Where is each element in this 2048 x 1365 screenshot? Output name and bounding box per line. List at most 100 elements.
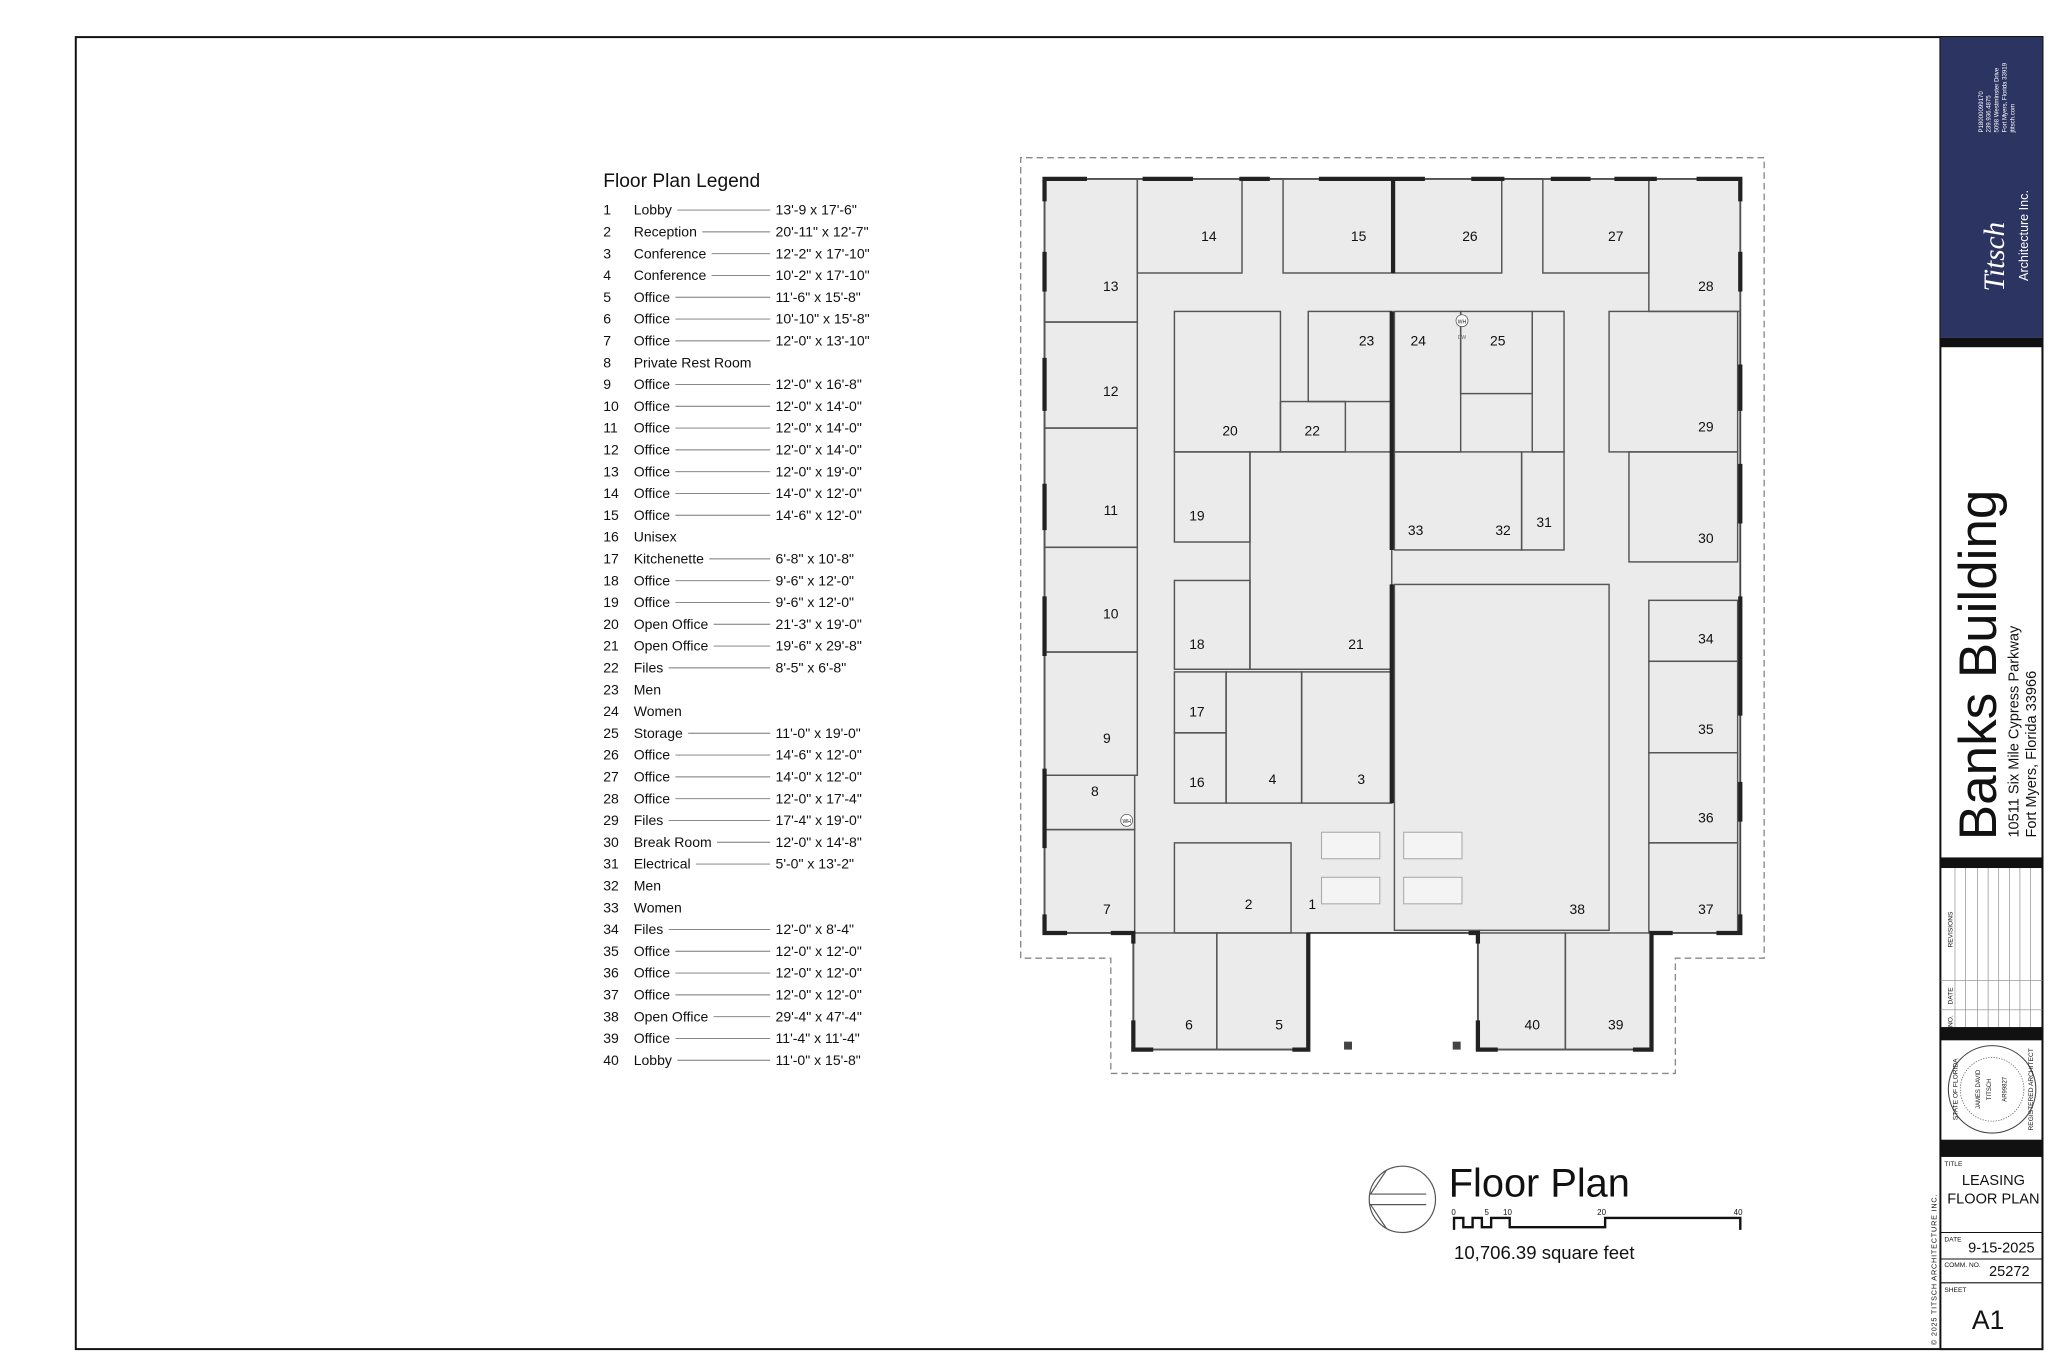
legend-number: 30 bbox=[603, 834, 619, 850]
scale-label-40: 40 bbox=[1734, 1208, 1743, 1217]
legend-number: 32 bbox=[603, 877, 619, 893]
legend-room-name: Electrical bbox=[634, 856, 691, 872]
legend-room-name: Office bbox=[634, 965, 671, 981]
legend-dimension: 8'-5" x 6'-8" bbox=[776, 659, 847, 675]
room-label: 19 bbox=[1189, 508, 1205, 524]
legend-number: 37 bbox=[603, 986, 619, 1002]
project-address-1: 10511 Six Mile Cypress Parkway bbox=[2007, 625, 2023, 837]
legend-dimension: 12'-0" x 16'-8" bbox=[776, 376, 862, 392]
room-label: 13 bbox=[1103, 278, 1119, 294]
legend-room-name: Office bbox=[634, 332, 671, 348]
room-label: 15 bbox=[1351, 228, 1367, 244]
legend-room-name: Office bbox=[634, 943, 671, 959]
legend-room-name: Lobby bbox=[634, 1052, 672, 1068]
seal-outer-top: STATE OF FLORIDA bbox=[1953, 1058, 1960, 1120]
legend-room-name: Office bbox=[634, 463, 671, 479]
legend-dimension: 11'-4" x 11'-4" bbox=[776, 1030, 860, 1046]
legend-room-name: Private Rest Room bbox=[634, 354, 752, 370]
water-heater-tag: WH bbox=[1123, 819, 1132, 825]
sheet-label: SHEET bbox=[1944, 1287, 1966, 1294]
room-label: 16 bbox=[1189, 774, 1205, 790]
room-label: 23 bbox=[1359, 333, 1375, 349]
legend-number: 9 bbox=[603, 376, 611, 392]
legend-dimension: 12'-0" x 19'-0" bbox=[776, 463, 862, 479]
project-address-2: Fort Myers, Florida 33966 bbox=[2024, 671, 2040, 838]
legend-room-name: Office bbox=[634, 1030, 671, 1046]
room-label: 40 bbox=[1524, 1016, 1540, 1032]
room-outline bbox=[1043, 828, 1136, 934]
legend-number: 35 bbox=[603, 943, 619, 959]
legend-room-name: Conference bbox=[634, 267, 707, 283]
legend-dimension: 14'-0" x 12'-0" bbox=[776, 768, 862, 784]
legend-room-name: Office bbox=[634, 441, 671, 457]
legend-room-name: Open Office bbox=[634, 638, 709, 654]
legend-number: 31 bbox=[603, 856, 619, 872]
legend-room-name: Lobby bbox=[634, 202, 672, 218]
legend-number: 4 bbox=[603, 267, 611, 283]
firm-banner bbox=[1940, 37, 2043, 338]
contact-line: jtitsch.com bbox=[2010, 104, 2017, 134]
room-label: 7 bbox=[1103, 901, 1111, 917]
room-outline bbox=[1520, 451, 1565, 551]
fixture-tags: WH DW WH bbox=[1120, 314, 1469, 827]
legend-room-name: Office bbox=[634, 790, 671, 806]
sheet-title-1: LEASING bbox=[1962, 1173, 2025, 1189]
legend-number: 26 bbox=[603, 747, 619, 763]
legend-number: 18 bbox=[603, 572, 619, 588]
no-column-label: NO. bbox=[1947, 1015, 1954, 1027]
legend-number: 29 bbox=[603, 812, 619, 828]
scale-label-10: 10 bbox=[1503, 1208, 1512, 1217]
legend-number: 27 bbox=[603, 768, 619, 784]
room-label: 27 bbox=[1608, 228, 1624, 244]
legend-room-name: Women bbox=[634, 899, 682, 915]
legend-room-name: Office bbox=[634, 572, 671, 588]
north-arrow-icon bbox=[1368, 1165, 1437, 1234]
room-outline bbox=[1648, 842, 1739, 934]
room-label: 37 bbox=[1698, 901, 1714, 917]
legend-dimension: 12'-0" x 14'-0" bbox=[776, 398, 862, 414]
scale-label-20: 20 bbox=[1597, 1208, 1606, 1217]
legend-number: 34 bbox=[603, 921, 619, 937]
contact-line: P18000099170 bbox=[1978, 91, 1985, 133]
room-label: 12 bbox=[1103, 383, 1119, 399]
legend-number: 5 bbox=[603, 289, 611, 305]
legend-dimension: 12'-0" x 14'-0" bbox=[776, 420, 862, 436]
dishwasher-tag: DW bbox=[1458, 335, 1467, 341]
plan-title-block: Floor Plan 0 5 10 20 40 10,706.39 square… bbox=[1368, 1162, 1743, 1263]
legend-number: 22 bbox=[603, 659, 619, 675]
legend-dimension: 12'-2" x 17'-10" bbox=[776, 245, 870, 261]
legend-dimension: 12'-0" x 17'-4" bbox=[776, 790, 862, 806]
room-label: 24 bbox=[1411, 333, 1427, 349]
plan-title: Floor Plan bbox=[1449, 1162, 1630, 1206]
legend-dimension: 12'-0" x 14'-8" bbox=[776, 834, 862, 850]
room-label: 8 bbox=[1091, 783, 1099, 799]
legend-number: 10 bbox=[603, 398, 619, 414]
title-block: Titsch Architecture Inc. P18000099170 23… bbox=[1929, 36, 2044, 1351]
copyright: © 2025 TITSCH ARCHITECTURE INC. bbox=[1929, 1194, 1938, 1345]
legend-room-name: Women bbox=[634, 703, 682, 719]
room-label: 17 bbox=[1189, 704, 1205, 720]
sheet-date: 9-15-2025 bbox=[1968, 1240, 2034, 1256]
